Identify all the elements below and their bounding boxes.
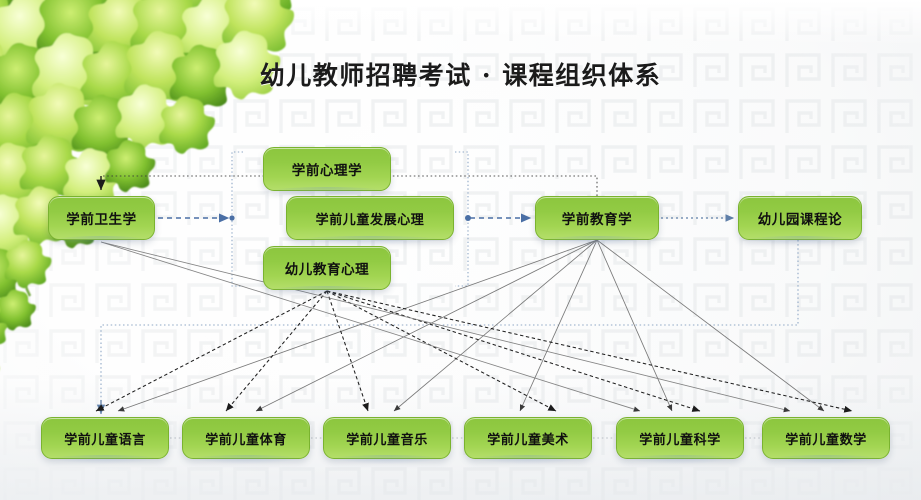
node-label: 学前儿童体育 — [205, 432, 287, 448]
node-hygiene[interactable]: 学前卫生学 — [48, 196, 155, 245]
node-label: 学前儿童音乐 — [346, 432, 428, 448]
node-label: 学前卫生学 — [66, 212, 137, 228]
node-label: 学前儿童科学 — [639, 432, 721, 448]
node-science[interactable]: 学前儿童科学 — [616, 417, 744, 464]
node-label: 学前儿童数学 — [785, 432, 867, 448]
node-label: 学前心理学 — [291, 163, 363, 179]
page-title: 幼儿教师招聘考试 · 课程组织体系 — [259, 61, 662, 90]
node-label: 幼儿教育心理 — [284, 262, 370, 278]
node-music[interactable]: 学前儿童音乐 — [323, 417, 451, 464]
node-development-psychology[interactable]: 学前儿童发展心理 — [286, 196, 454, 245]
node-label: 学前教育学 — [561, 212, 633, 228]
node-label: 学前儿童美术 — [487, 432, 569, 448]
background-top-highlight — [0, 0, 921, 46]
node-sports[interactable]: 学前儿童体育 — [182, 417, 310, 464]
node-curriculum[interactable]: 幼儿园课程论 — [738, 196, 862, 245]
node-math[interactable]: 学前儿童数学 — [762, 417, 890, 464]
node-education-psychology[interactable]: 幼儿教育心理 — [263, 246, 391, 295]
node-psychology[interactable]: 学前心理学 — [263, 147, 391, 196]
node-art[interactable]: 学前儿童美术 — [464, 417, 592, 464]
node-label: 幼儿园课程论 — [757, 212, 843, 228]
node-label: 学前儿童发展心理 — [315, 212, 425, 228]
node-label: 学前儿童语言 — [64, 432, 146, 448]
node-language[interactable]: 学前儿童语言 — [41, 417, 169, 464]
node-pedagogy[interactable]: 学前教育学 — [535, 196, 659, 245]
